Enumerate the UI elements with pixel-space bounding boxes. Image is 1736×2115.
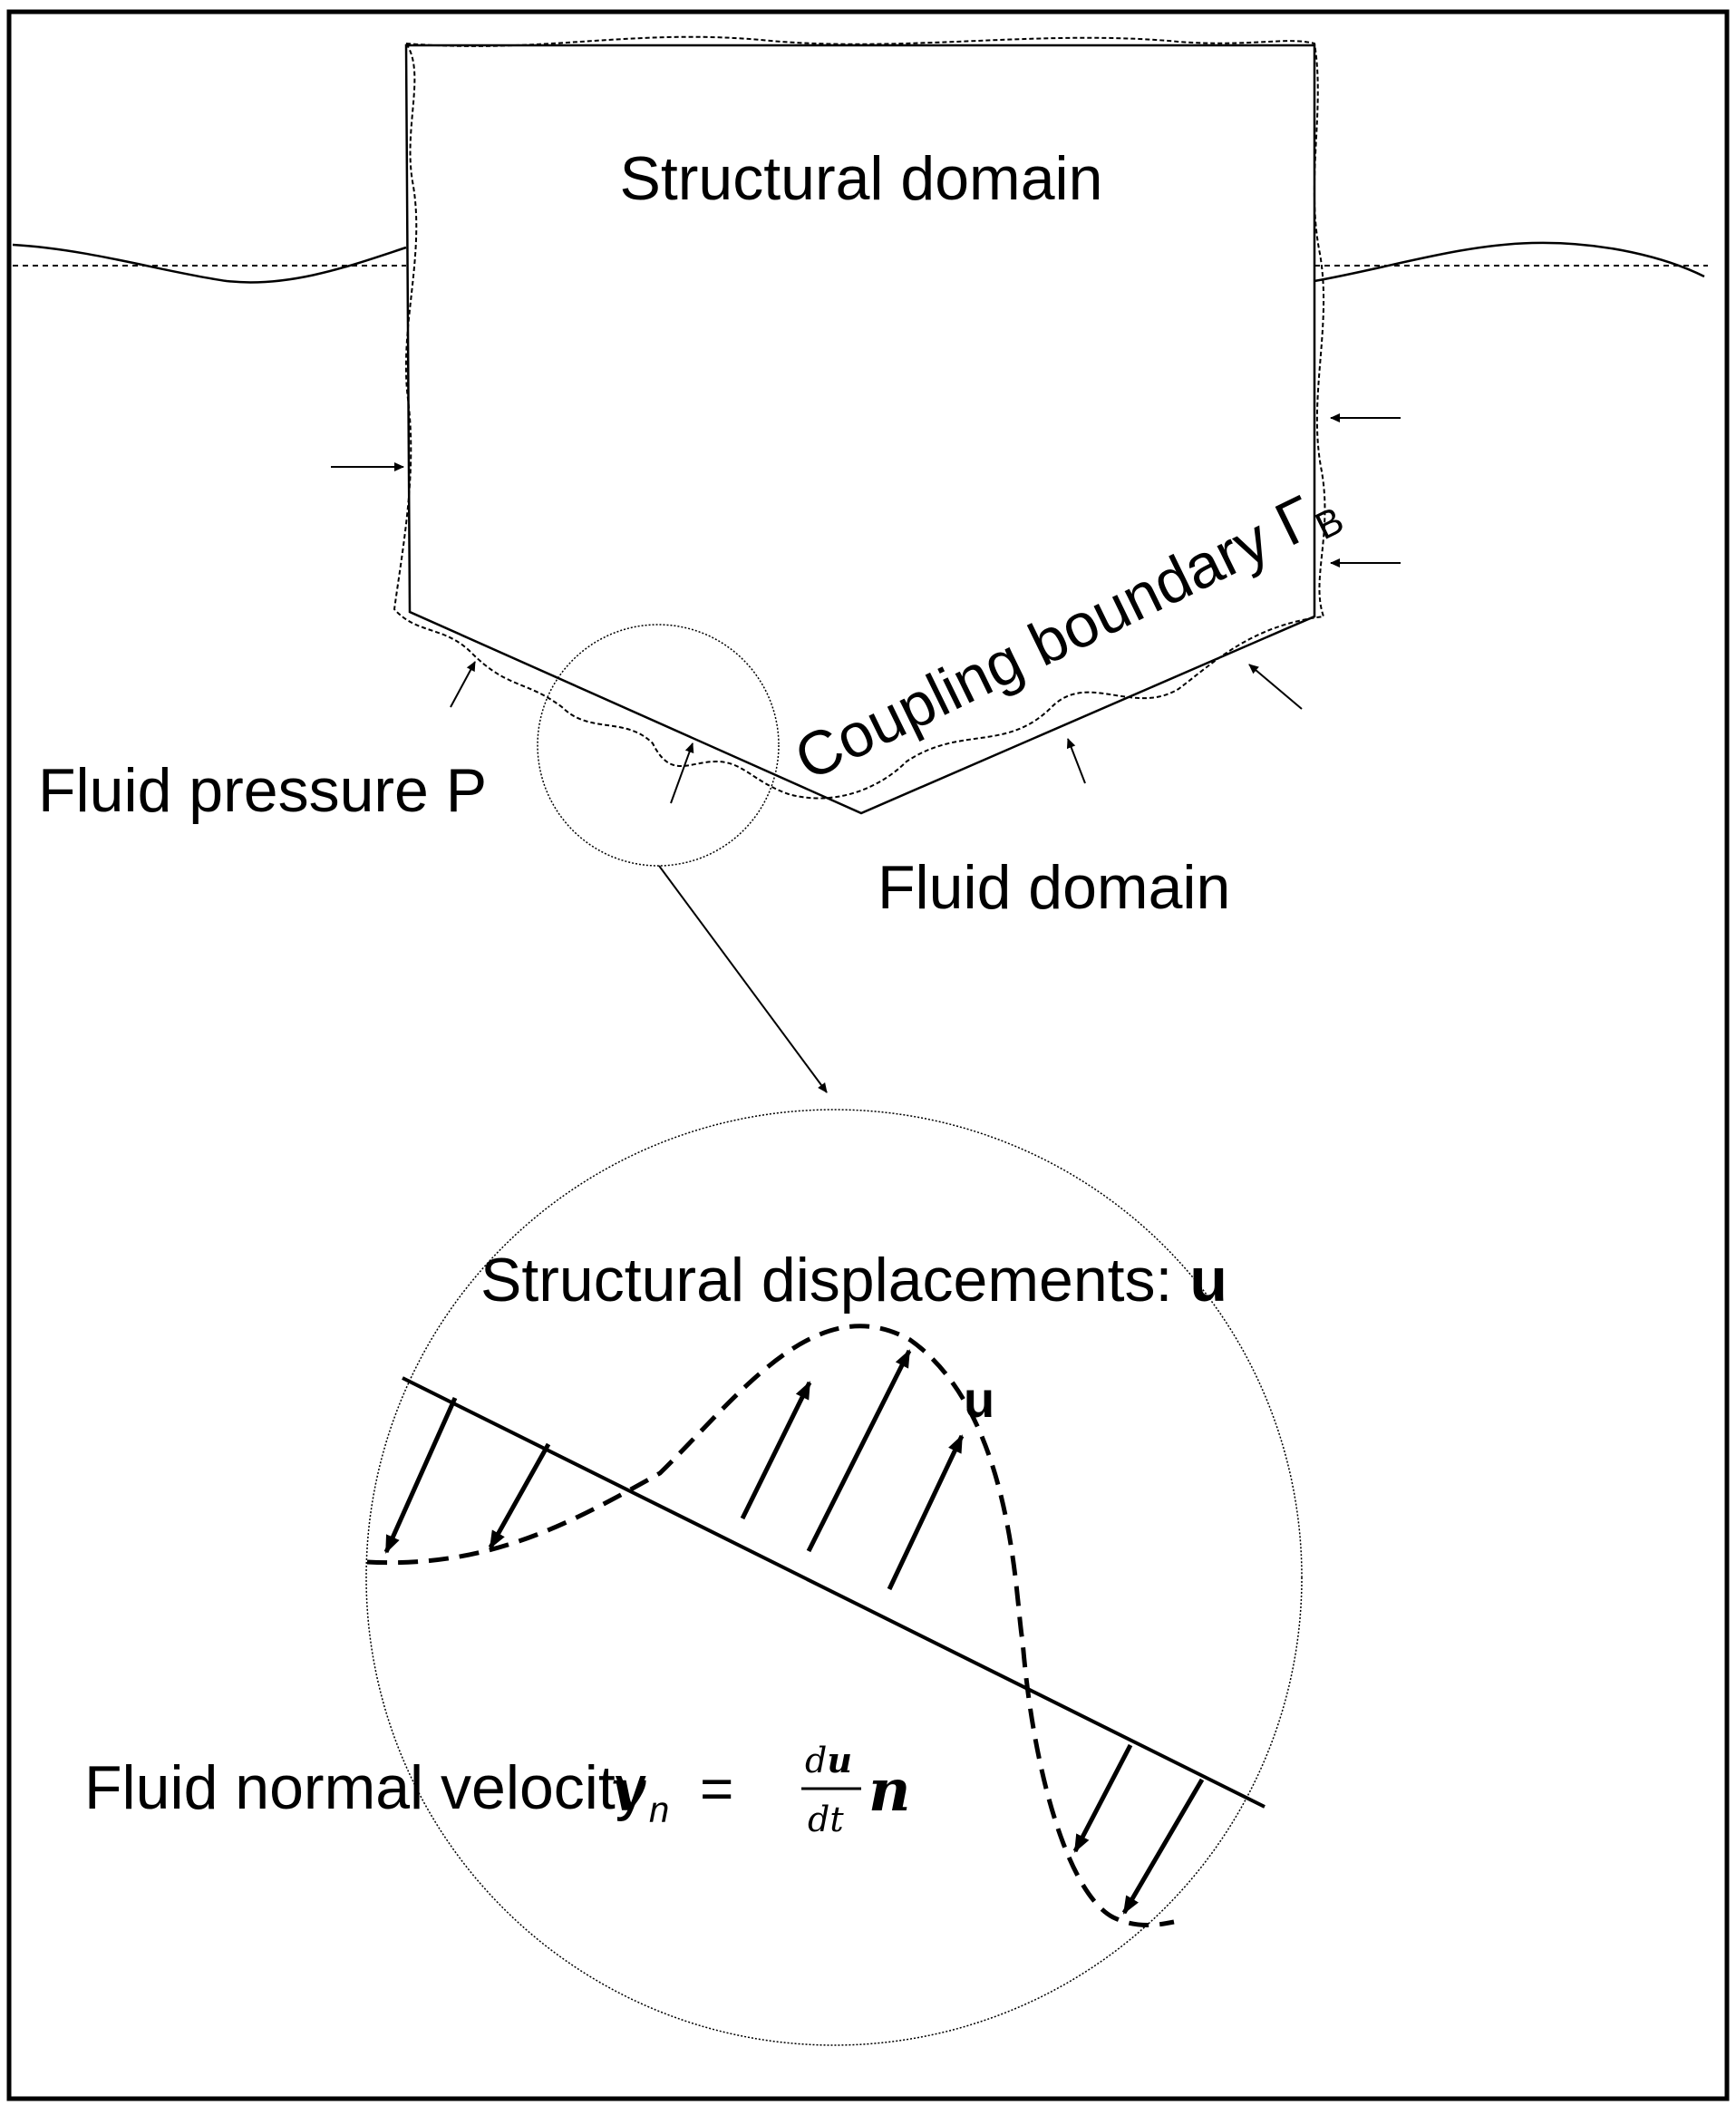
fraction-denominator: dt: [808, 1800, 844, 1839]
structural-domain-label: Structural domain: [620, 144, 1103, 213]
displacement-arrow: [488, 1442, 551, 1549]
figure-border: [6, 9, 1730, 2101]
pressure-arrows: [331, 413, 1401, 804]
fluid-domain-label: Fluid domain: [878, 853, 1230, 922]
fluid-normal-velocity-text: Fluid normal velocity: [84, 1753, 646, 1822]
u-marker-label: u: [964, 1371, 994, 1428]
fluid-pressure-label: Fluid pressure P: [38, 756, 487, 825]
fraction-numerator: du: [805, 1740, 852, 1780]
equals-sign: =: [700, 1756, 733, 1821]
displacement-arrow: [806, 1349, 912, 1553]
coupling-boundary-label: Coupling boundary ΓB: [784, 471, 1350, 797]
zoom-callout-arrow: [658, 865, 828, 1093]
free-surface-left: [12, 243, 407, 284]
numerator-u: u: [827, 1740, 852, 1780]
normal-vector-symbol: n: [868, 1757, 911, 1825]
structural-displacements-symbol: u: [1189, 1246, 1227, 1315]
numerator-d: d: [805, 1741, 827, 1780]
pressure-arrow: [450, 661, 476, 708]
velocity-symbol: v: [612, 1757, 646, 1825]
displacement-wave: [366, 1324, 1175, 1927]
displacement-arrows: [383, 1349, 1205, 1915]
pressure-arrow: [1066, 738, 1086, 784]
free-surface-right: [1314, 241, 1705, 283]
displacement-arrow: [383, 1396, 458, 1554]
structural-displacements-label: Structural displacements: u: [480, 1246, 1227, 1315]
coupling-boundary-text: Coupling boundary Γ: [784, 482, 1325, 793]
displacement-arrow: [740, 1381, 812, 1520]
structure-outline: [404, 44, 1316, 815]
velocity-subscript: n: [649, 1790, 669, 1830]
displacement-arrow: [1121, 1778, 1205, 1915]
displacement-arrow: [887, 1434, 965, 1591]
zoom-region-circle: [537, 624, 780, 867]
magnified-view-circle: [365, 1109, 1303, 2046]
pressure-arrow: [670, 742, 694, 804]
structural-displacements-text: Structural displacements:: [480, 1246, 1189, 1315]
fluid-normal-velocity-label: Fluid normal velocity v n = du dt n: [84, 1740, 911, 1839]
pressure-arrow: [1248, 664, 1303, 710]
displacement-arrow: [1072, 1743, 1133, 1853]
deformed-structure-outline: [393, 35, 1326, 800]
